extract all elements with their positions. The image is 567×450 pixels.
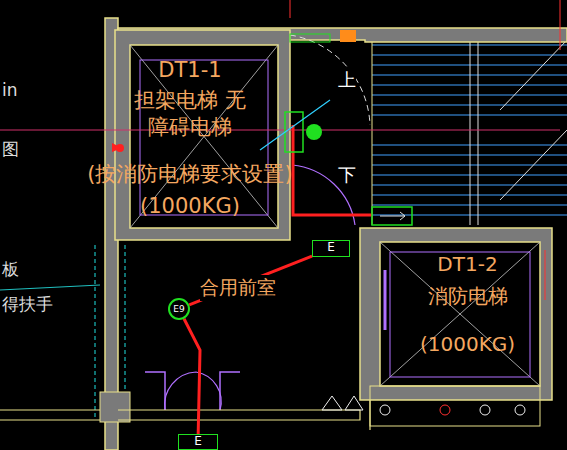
stair-tread — [470, 42, 471, 225]
plan-label: 图 — [2, 138, 19, 161]
symbol-label: E — [179, 435, 217, 447]
elevator-label: 消防电梯 — [395, 283, 540, 309]
sprinkler-symbol — [306, 124, 322, 140]
plan-label: in — [2, 80, 18, 100]
exit-arrow — [380, 212, 405, 220]
leader-line — [0, 285, 100, 290]
red-wire — [293, 125, 372, 215]
grid-line — [290, 0, 560, 300]
stair-tread — [500, 130, 567, 200]
exit-sign — [372, 207, 412, 225]
stair-lines — [372, 40, 567, 225]
equipment-box: E — [312, 240, 350, 257]
axis-line — [0, 130, 560, 131]
equipment-box: E — [178, 434, 218, 450]
marker — [340, 30, 356, 42]
equipment-area — [370, 386, 540, 426]
wall-line — [0, 400, 370, 430]
wire-connector — [189, 256, 312, 305]
fixture-circle: E9 — [168, 298, 190, 320]
elevator-shaft: DT1-2 消防电梯 (1000KG) — [385, 245, 550, 370]
elevator-label: DT1-1 — [110, 57, 270, 84]
stair-tread — [478, 42, 479, 225]
plan-label: 下 — [338, 163, 356, 187]
door-leaf — [384, 270, 387, 330]
wire-connector — [184, 319, 200, 434]
flag — [112, 143, 122, 152]
stair-tread — [372, 42, 373, 225]
plan-label: 合用前室 — [200, 275, 276, 301]
elevator-shaft: DT1-1 担架电梯 无障碍电梯 (按消防电梯要求设置) (1000KG) — [40, 55, 340, 225]
symbol-label: E9 — [170, 300, 188, 318]
plan-label: 板 — [2, 258, 19, 281]
symbol-label: E — [313, 241, 349, 254]
leader-line — [260, 100, 330, 150]
elevator-label: (按消防电梯要求设置) — [40, 161, 340, 188]
fixture-symbols — [322, 396, 525, 415]
door-swing — [165, 372, 222, 410]
shaft-cross — [380, 242, 540, 386]
stair-tread — [500, 40, 567, 110]
vent — [290, 34, 330, 42]
column — [100, 392, 130, 422]
door-frame — [145, 372, 240, 410]
elevator-label: (1000KG) — [390, 331, 545, 357]
shaft-wall — [360, 228, 552, 400]
elevator-label: (1000KG) — [130, 193, 250, 220]
elevator-label: DT1-2 — [395, 251, 540, 277]
plan-label: 得扶手 — [2, 293, 53, 316]
elevator-label: 担架电梯 无障碍电梯 — [130, 87, 250, 142]
plan-label: 上 — [338, 68, 356, 92]
equipment-box — [285, 112, 303, 152]
